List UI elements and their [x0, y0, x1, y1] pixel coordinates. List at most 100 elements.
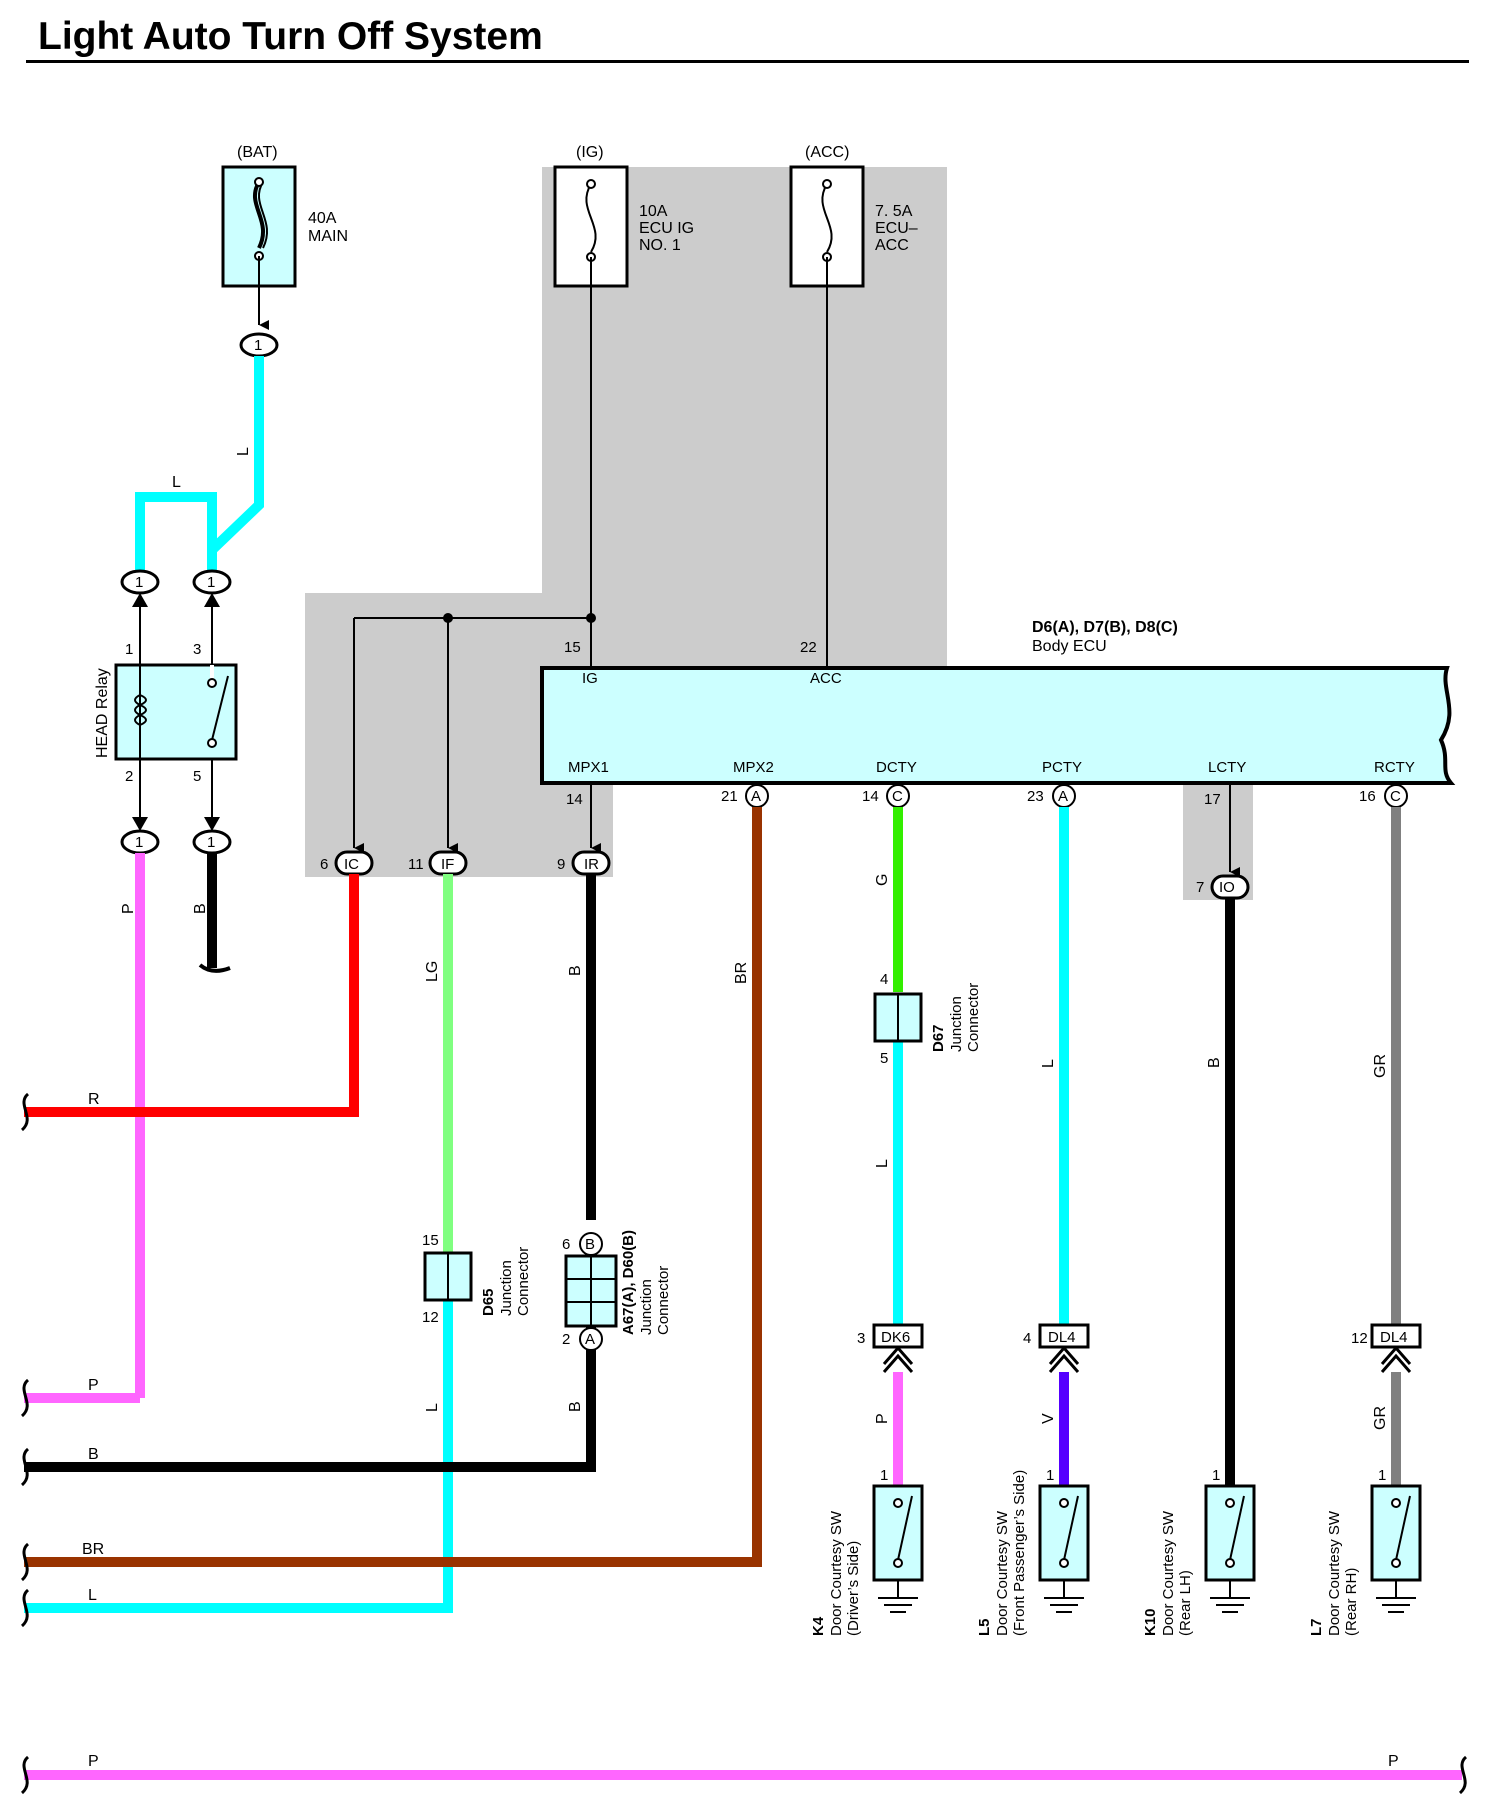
svg-text:L5: L5: [976, 1618, 993, 1636]
svg-text:1: 1: [135, 574, 143, 591]
relay-output-wires: [135, 853, 231, 1398]
relay-name: HEAD Relay: [94, 668, 111, 758]
door-switch-l5: 1 L5 Door Courtesy SW (Front Passenger’s…: [976, 1467, 1090, 1636]
svg-text:B: B: [567, 1401, 584, 1412]
fuse-source-label: (IG): [576, 144, 604, 161]
fuse-main: (BAT) 40A MAIN 1: [221, 144, 348, 358]
svg-text:1: 1: [1046, 1467, 1054, 1484]
svg-text:K4: K4: [810, 1616, 827, 1636]
ecu-terminal: RCTY: [1374, 759, 1415, 776]
fuse-source-label: (ACC): [805, 144, 849, 161]
svg-text:L: L: [88, 1587, 97, 1604]
ecu-pin: 15: [564, 639, 581, 656]
svg-text:B: B: [585, 1236, 595, 1253]
svg-text:B: B: [88, 1446, 99, 1463]
svg-text:DK6: DK6: [881, 1329, 910, 1346]
door-switch-k4: 1 K4 Door Courtesy SW (Driver’s Side): [810, 1467, 924, 1636]
fuse-name: ACC: [875, 237, 909, 254]
svg-text:4: 4: [880, 971, 888, 988]
svg-text:L: L: [874, 1159, 891, 1168]
relay-supply-wire: [135, 356, 264, 572]
svg-text:Junction: Junction: [638, 1279, 655, 1335]
fuse-name: ECU IG: [639, 220, 694, 237]
ecu-terminal: MPX2: [733, 759, 774, 776]
svg-text:Connector: Connector: [515, 1247, 532, 1316]
svg-text:Door Courtesy SW: Door Courtesy SW: [1160, 1510, 1177, 1636]
svg-text:K10: K10: [1142, 1608, 1159, 1636]
fuse-rating: 7. 5A: [875, 203, 913, 220]
svg-text:(Rear LH): (Rear LH): [1177, 1570, 1194, 1636]
svg-text:DL4: DL4: [1380, 1329, 1408, 1346]
fuse-name: NO. 1: [639, 237, 681, 254]
svg-text:Junction: Junction: [948, 996, 965, 1052]
page-title: Light Auto Turn Off System: [38, 15, 543, 58]
svg-text:D67: D67: [930, 1024, 947, 1052]
svg-text:A: A: [751, 788, 761, 805]
svg-text:L7: L7: [1308, 1618, 1325, 1636]
svg-text:(Front Passenger’s Side): (Front Passenger’s Side): [1011, 1470, 1028, 1636]
svg-text:(Rear RH): (Rear RH): [1343, 1568, 1360, 1636]
svg-text:B: B: [567, 965, 584, 976]
svg-text:6: 6: [320, 856, 328, 873]
svg-text:5: 5: [880, 1050, 888, 1067]
svg-text:DL4: DL4: [1048, 1329, 1076, 1346]
fuse-rating: 40A: [308, 210, 337, 227]
svg-text:IF: IF: [441, 856, 454, 873]
svg-text:P: P: [88, 1377, 99, 1394]
fuse-name: MAIN: [308, 228, 348, 245]
circuit-wires: [24, 807, 1462, 1780]
svg-text:7: 7: [1196, 879, 1204, 896]
fuse-rating: 10A: [639, 203, 668, 220]
svg-text:12: 12: [1351, 1330, 1368, 1347]
ecu-pin: 22: [800, 639, 817, 656]
svg-text:1: 1: [1212, 1467, 1220, 1484]
door-switch-l7: 1 L7 Door Courtesy SW (Rear RH): [1308, 1467, 1422, 1636]
svg-text:Door Courtesy SW: Door Courtesy SW: [1326, 1510, 1343, 1636]
svg-text:L: L: [424, 1403, 441, 1412]
shaded-ecu-area: [305, 167, 1253, 900]
relay-pin: 5: [193, 768, 201, 785]
svg-text:B: B: [1206, 1057, 1223, 1068]
svg-text:Connector: Connector: [965, 983, 982, 1052]
ecu-terminal: MPX1: [568, 759, 609, 776]
wire-labels: R P B BR L P P LG L B B BR G L P L V B G…: [82, 874, 1399, 1770]
svg-text:C: C: [1390, 788, 1401, 805]
svg-text:D65: D65: [480, 1288, 497, 1316]
svg-text:IO: IO: [1219, 879, 1235, 896]
svg-text:LG: LG: [424, 961, 441, 982]
ecu-bottom-pins: 14 21 A 14 C 23 A 17 16 C: [566, 783, 1408, 877]
svg-text:1: 1: [135, 834, 143, 851]
svg-text:21: 21: [721, 788, 738, 805]
svg-text:9: 9: [557, 856, 565, 873]
svg-text:GR: GR: [1372, 1054, 1389, 1078]
wire-color-label: L: [172, 474, 181, 491]
svg-text:P: P: [88, 1753, 99, 1770]
wire-color-label: L: [235, 447, 252, 456]
wire-break-marks: [20, 1092, 1468, 1795]
svg-text:P: P: [1388, 1753, 1399, 1770]
svg-text:11: 11: [408, 856, 424, 873]
svg-text:L: L: [1040, 1059, 1057, 1068]
ecu-name: Body ECU: [1032, 638, 1107, 655]
svg-text:C: C: [892, 788, 903, 805]
svg-text:12: 12: [422, 1309, 439, 1326]
title-rule: [26, 60, 1469, 63]
junction-connector-d65: 15 12 D65 Junction Connector: [422, 1232, 532, 1326]
svg-text:16: 16: [1359, 788, 1376, 805]
ecu-supply-wires: [353, 257, 828, 853]
svg-text:1: 1: [207, 574, 215, 591]
relay-pin: 1: [125, 641, 133, 658]
svg-text:Door Courtesy SW: Door Courtesy SW: [994, 1510, 1011, 1636]
door-switch-k10: 1 K10 Door Courtesy SW (Rear LH): [1142, 1467, 1256, 1636]
svg-text:(Driver’s Side): (Driver’s Side): [845, 1541, 862, 1636]
svg-text:17: 17: [1204, 791, 1221, 808]
svg-text:V: V: [1040, 1413, 1057, 1424]
svg-text:6: 6: [562, 1236, 570, 1253]
svg-text:Door Courtesy SW: Door Courtesy SW: [828, 1510, 845, 1636]
svg-text:BR: BR: [733, 962, 750, 984]
svg-text:BR: BR: [82, 1541, 104, 1558]
junction-connector-d67: 4 5 D67 Junction Connector: [873, 971, 982, 1067]
wire-color-label: P: [120, 903, 137, 914]
svg-text:15: 15: [422, 1232, 439, 1249]
